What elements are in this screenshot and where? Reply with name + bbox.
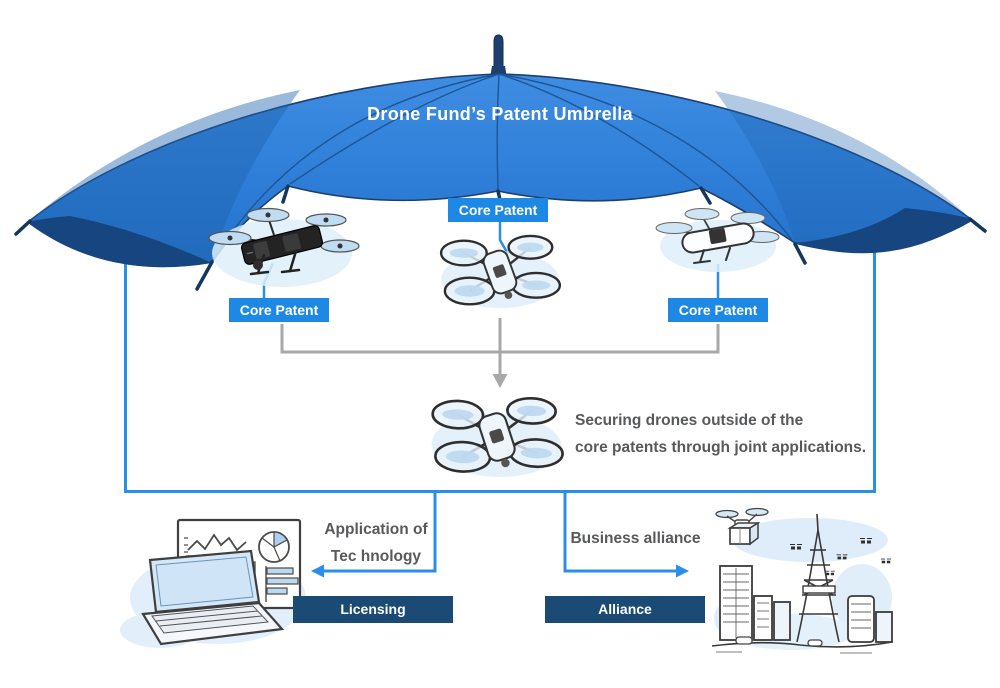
alliance-arrow xyxy=(563,493,676,573)
drone-left-illustration xyxy=(208,207,360,287)
core-patent-label-left: Core Patent xyxy=(229,298,329,322)
alliance-arrowhead xyxy=(676,564,689,578)
joint-note-line1: Securing drones outside of the xyxy=(575,412,804,429)
umbrella-rib-tips xyxy=(14,184,987,291)
mini-drone-icon xyxy=(824,570,836,576)
alliance-caption: Business alliance xyxy=(570,530,701,547)
drone-right-illustration xyxy=(655,208,780,272)
joint-application-note: Securing drones outside of the core pate… xyxy=(575,407,866,461)
alliance-box: Alliance xyxy=(545,596,705,623)
umbrella-title: Drone Fund’s Patent Umbrella xyxy=(367,104,633,124)
licensing-caption: Application of Tec hnology xyxy=(300,516,452,570)
delivery-drone-icon xyxy=(715,507,769,546)
licensing-caption-line1: Application of xyxy=(324,521,428,538)
licensing-caption-line2: Tec hnology xyxy=(330,548,422,565)
connector-center-core-patent xyxy=(498,222,510,255)
licensing-arrowhead xyxy=(311,564,324,578)
licensing-box: Licensing xyxy=(293,596,453,623)
bracket-connector xyxy=(280,318,720,375)
umbrella-illustration xyxy=(14,34,987,291)
core-patent-label-right: Core Patent xyxy=(668,298,768,322)
core-patent-label-center: Core Patent xyxy=(448,198,548,222)
licensing-arrow xyxy=(324,493,437,573)
mini-drone-icon xyxy=(880,558,892,564)
city-drones-illustration xyxy=(711,507,893,654)
joint-note-line2: core patents through joint applications. xyxy=(575,439,867,456)
down-arrowhead xyxy=(492,374,508,388)
drone-joint-illustration xyxy=(429,393,566,481)
tower-icon xyxy=(796,513,840,643)
laptop-analytics-illustration xyxy=(120,518,306,648)
drone-center-illustration xyxy=(439,234,562,310)
